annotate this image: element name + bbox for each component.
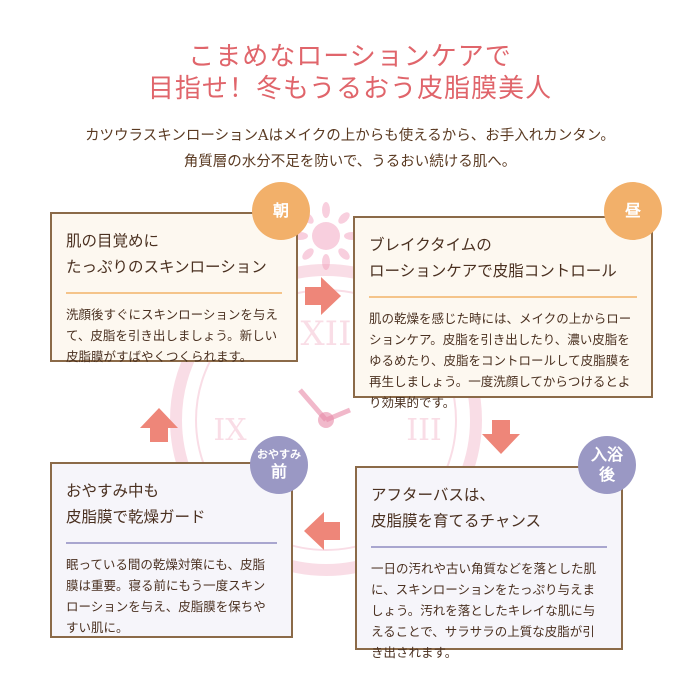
- card-title: アフターバスは、: [371, 486, 495, 504]
- card-title: 肌の目覚めに: [66, 232, 160, 250]
- card-after-bath: アフターバスは、皮脂膜を育てるチャンス 一日の汚れや古い角質などを落とした肌に、…: [355, 466, 623, 660]
- page-title-line1: こまめなローションケアで: [188, 42, 512, 72]
- svg-text:IX: IX: [213, 413, 247, 448]
- card-title: ブレイクタイムの: [369, 236, 492, 254]
- divider: [66, 292, 282, 294]
- svg-text:III: III: [406, 413, 442, 448]
- arrow-right-icon: [305, 277, 341, 315]
- card-body: 洗顔後すぐにスキンローションを与えて、皮脂を引き出しましょう。新しい皮脂膜がすば…: [66, 307, 278, 364]
- divider: [371, 546, 607, 548]
- moon-icon: [305, 590, 335, 650]
- divider: [369, 296, 637, 298]
- card-title: たっぷりのスキンローション: [66, 258, 267, 276]
- card-daytime: ブレイクタイムのローションケアで皮脂コントロール 肌の乾燥を感じた時には、メイク…: [353, 216, 653, 410]
- card-body: 眠っている間の乾燥対策にも、皮脂膜は重要。寝る前にもう一度スキンローションを与え…: [66, 557, 266, 635]
- badge-before-sleep: おやすみ前: [250, 436, 308, 494]
- card-body: 一日の汚れや古い角質などを落とした肌に、スキンローションをたっぷり与えましょう。…: [371, 561, 597, 660]
- card-title: 皮脂膜で乾燥ガード: [66, 508, 206, 526]
- arrow-down-icon: [482, 420, 520, 454]
- arrow-left-icon: [304, 512, 340, 550]
- intro-line2: 角質層の水分不足を防いで、うるおい続ける肌へ。: [183, 154, 517, 170]
- arrow-up-icon: [140, 408, 178, 442]
- card-title: 皮脂膜を育てるチャンス: [371, 512, 542, 530]
- svg-text:XII: XII: [300, 314, 351, 354]
- card-morning: 肌の目覚めにたっぷりのスキンローション 洗顔後すぐにスキンローションを与えて、皮…: [50, 212, 298, 364]
- intro-line1: カツウラスキンローションAはメイクの上からも使えるから、お手入れカンタン。: [85, 128, 615, 144]
- page-title-line2: 目指せ！冬もうるおう皮脂膜美人: [147, 74, 553, 104]
- badge-daytime: 昼: [604, 182, 662, 240]
- badge-morning: 朝: [252, 182, 310, 240]
- clock-face: XII IX III: [170, 264, 482, 576]
- badge-after-bath: 入浴後: [578, 436, 636, 494]
- card-before-sleep: おやすみ中も皮脂膜で乾燥ガード 眠っている間の乾燥対策にも、皮脂膜は重要。寝る前…: [50, 462, 293, 638]
- card-title: ローションケアで皮脂コントロール: [369, 262, 617, 280]
- card-body: 肌の乾燥を感じた時には、メイクの上からローションケア。皮脂を引き出したり、濃い皮…: [369, 311, 632, 410]
- divider: [66, 542, 277, 544]
- card-title: おやすみ中も: [66, 482, 160, 500]
